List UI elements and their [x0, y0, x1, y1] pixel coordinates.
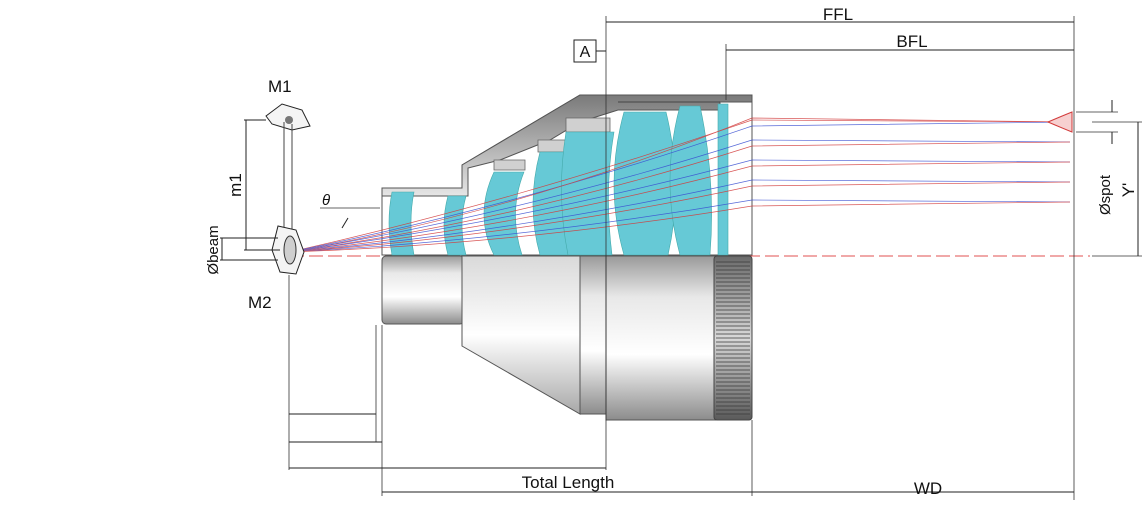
label-image-height: Y' — [1119, 183, 1138, 198]
conical-section — [461, 255, 581, 415]
mirror-m2 — [271, 225, 305, 275]
label-spot-diameter: Øspot — [1097, 174, 1114, 215]
label-datum: A — [580, 44, 591, 61]
label-m1: M1 — [268, 77, 292, 96]
lens-elements — [388, 103, 729, 256]
lens-exterior — [381, 255, 753, 421]
label-m1-distance: m1 — [226, 173, 245, 197]
label-ffl: FFL — [823, 5, 853, 24]
lens-window — [717, 103, 729, 256]
main-barrel — [605, 255, 717, 421]
label-working-distance: WD — [914, 479, 942, 498]
mirror-m1 — [265, 103, 311, 235]
label-scan-angle: θ — [322, 192, 330, 209]
label-m2: M2 — [248, 293, 272, 312]
lens-element-6 — [613, 111, 676, 256]
ray-fan — [289, 117, 1071, 253]
label-beam-diameter: Øbeam — [205, 225, 222, 274]
focus-spot — [1046, 111, 1073, 133]
label-bfl: BFL — [896, 32, 927, 51]
label-total-length: Total Length — [522, 473, 615, 492]
front-barrel — [381, 255, 465, 325]
mid-barrel — [579, 255, 607, 415]
